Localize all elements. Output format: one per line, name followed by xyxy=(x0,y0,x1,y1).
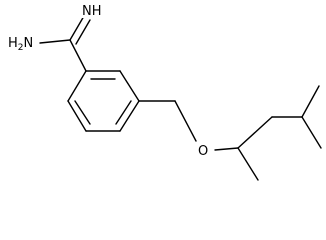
amine-h-text: H xyxy=(8,36,18,51)
bond-c1-nh-double-b xyxy=(75,19,91,45)
ether-o-text: O xyxy=(198,144,209,159)
bond-ch2-o xyxy=(174,100,197,142)
bond-o-ch xyxy=(214,147,239,151)
amine-n-text: N xyxy=(23,36,34,51)
bond-ring-inner-b xyxy=(115,100,132,125)
bond-ch-ch3 xyxy=(237,147,259,181)
ether-oxygen-label: O xyxy=(197,144,210,159)
bond-ring-3 xyxy=(119,100,140,132)
bond-ch-ch3-up xyxy=(301,85,320,118)
bond-c1-ring xyxy=(69,39,87,72)
bond-c1-nh-double-a xyxy=(69,15,85,41)
bond-c1-nh2 xyxy=(39,39,71,44)
bond-ring-2 xyxy=(119,70,140,102)
amine-nh2-label: H2N xyxy=(7,36,35,55)
bond-ring-5 xyxy=(67,100,87,132)
imine-nh-text: NH xyxy=(82,4,102,19)
bond-layer xyxy=(39,15,322,181)
bond-ch-ch3-down xyxy=(301,116,322,149)
molecule-drawing xyxy=(39,15,322,181)
structure-canvas: NH H2N O xyxy=(7,5,322,181)
amine-h-count: 2 xyxy=(17,43,24,53)
bond-ring-6 xyxy=(67,70,87,102)
bond-ring-inner-c xyxy=(74,100,91,125)
imine-nh-label: NH xyxy=(81,5,103,18)
bond-ch-ch2 xyxy=(237,116,273,149)
